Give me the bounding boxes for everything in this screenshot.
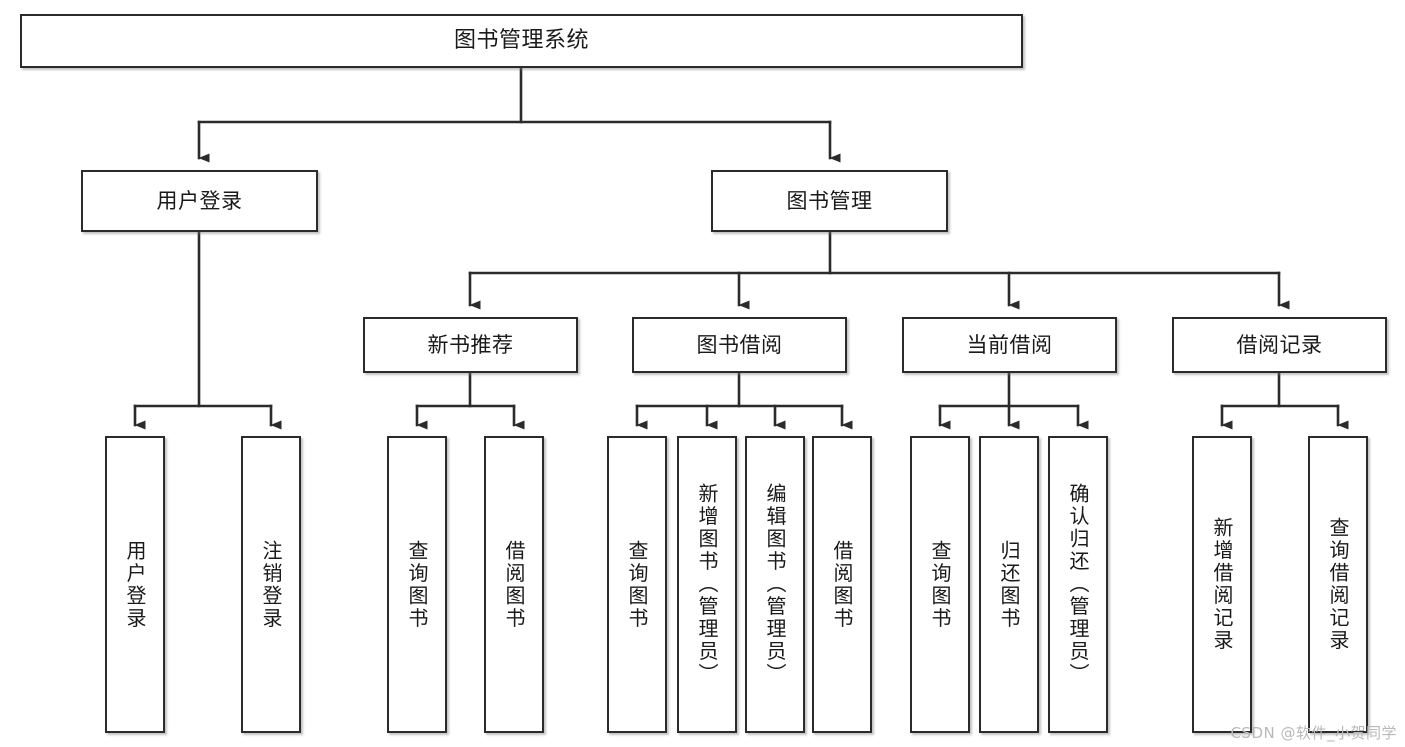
node-label: 图书管理: [786, 188, 873, 213]
node-leaf-return-book[interactable]: 归还图书: [979, 436, 1039, 733]
node-label: 借阅记录: [1236, 332, 1323, 357]
node-label: 归还图书: [997, 539, 1021, 630]
node-new-book-recommend[interactable]: 新书推荐: [363, 317, 578, 373]
node-leaf-borrow-book-newbook[interactable]: 借阅图书: [484, 436, 544, 733]
node-user-login[interactable]: 用户登录: [81, 170, 318, 232]
node-label: 用户登录: [156, 188, 243, 213]
node-book-borrow[interactable]: 图书借阅: [632, 317, 847, 373]
node-label: 确认归还（管理员）: [1066, 483, 1090, 686]
watermark: CSDN @软件_小贺同学: [1230, 724, 1397, 742]
node-leaf-borrow-book[interactable]: 借阅图书: [812, 436, 872, 733]
node-leaf-query-book-borrow[interactable]: 查询图书: [607, 436, 667, 733]
node-label: 当前借阅: [966, 332, 1053, 357]
node-borrow-record[interactable]: 借阅记录: [1172, 317, 1387, 373]
node-label: 新增图书（管理员）: [695, 483, 719, 686]
node-leaf-query-borrow-record[interactable]: 查询借阅记录: [1308, 436, 1368, 733]
node-leaf-query-book-newbook[interactable]: 查询图书: [387, 436, 447, 733]
node-label: 查询图书: [928, 539, 952, 630]
node-label: 新增借阅记录: [1210, 517, 1234, 652]
node-leaf-add-borrow-record[interactable]: 新增借阅记录: [1192, 436, 1252, 733]
node-label: 查询图书: [405, 539, 429, 630]
node-label: 注销登录: [259, 539, 283, 630]
node-label: 编辑图书（管理员）: [763, 483, 787, 686]
node-label: 新书推荐: [427, 332, 514, 357]
node-label: 借阅图书: [830, 539, 854, 630]
node-label: 查询图书: [625, 539, 649, 630]
node-leaf-query-book-current[interactable]: 查询图书: [910, 436, 970, 733]
node-label: 图书管理系统: [453, 28, 589, 54]
node-leaf-confirm-return-admin[interactable]: 确认归还（管理员）: [1048, 436, 1108, 733]
node-leaf-logout[interactable]: 注销登录: [241, 436, 301, 733]
node-leaf-edit-book-admin[interactable]: 编辑图书（管理员）: [745, 436, 805, 733]
node-current-borrow[interactable]: 当前借阅: [902, 317, 1117, 373]
node-label: 用户登录: [123, 539, 147, 630]
node-book-management[interactable]: 图书管理: [711, 170, 948, 232]
node-leaf-user-login[interactable]: 用户登录: [105, 436, 165, 733]
node-leaf-add-book-admin[interactable]: 新增图书（管理员）: [677, 436, 737, 733]
node-label: 借阅图书: [502, 539, 526, 630]
node-root-book-management-system[interactable]: 图书管理系统: [20, 14, 1023, 68]
node-label: 图书借阅: [696, 332, 783, 357]
node-label: 查询借阅记录: [1326, 517, 1350, 652]
